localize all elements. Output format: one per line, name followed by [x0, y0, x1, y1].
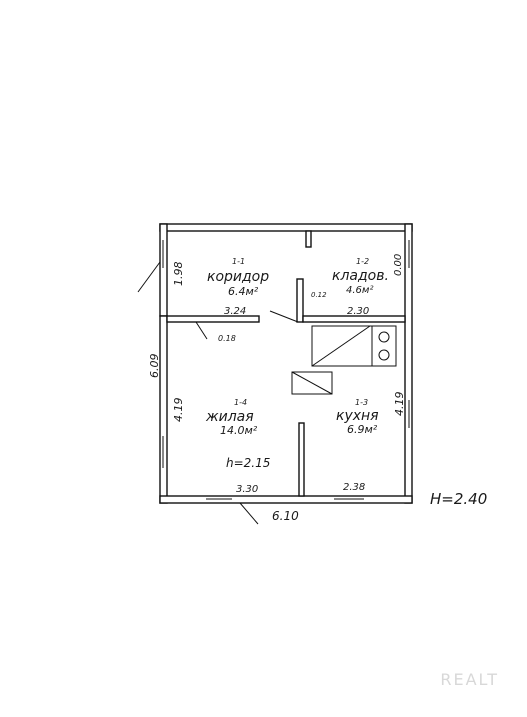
interior-walls — [166, 230, 406, 497]
dim-partition-small: 0.12 — [311, 291, 327, 299]
room-number: 1-4 — [234, 398, 247, 407]
room-kitchen: 1-3 кухня 6.9м² — [336, 398, 379, 436]
dim-living-height: 4.19 — [172, 398, 185, 423]
stove — [291, 325, 397, 395]
dim-storage-right: 0.00 — [393, 254, 404, 276]
room-name: жилая — [205, 409, 254, 425]
dim-kitchen-bottom: 2.38 — [343, 482, 365, 493]
watermark: REALT — [440, 670, 499, 689]
room-name: коридор — [207, 269, 269, 285]
room-area: 6.9м² — [347, 423, 378, 436]
room-number: 1-2 — [356, 257, 369, 266]
room-number: 1-3 — [355, 398, 368, 407]
dimensions: 1.98 0.00 3.24 0.12 0.18 2.30 6.09 4.19 … — [148, 254, 487, 523]
dim-storage-width: 2.30 — [347, 306, 369, 317]
room-area: 4.6м² — [346, 285, 373, 296]
dim-building-height: H=2.40 — [430, 490, 487, 508]
room-area: 14.0м² — [220, 424, 258, 437]
room-number: 1-1 — [232, 257, 245, 266]
outer-walls — [159, 223, 413, 504]
dim-total-width: 6.10 — [272, 509, 299, 523]
room-name: кладов. — [332, 268, 389, 284]
room-living: 1-4 жилая 14.0м² — [205, 398, 258, 437]
openings — [137, 240, 410, 525]
dim-corridor-width: 3.24 — [224, 306, 246, 317]
dim-left-total: 6.09 — [148, 354, 161, 379]
room-storage: 1-2 кладов. 4.6м² — [332, 257, 389, 296]
dim-living-ceiling: h=2.15 — [226, 456, 270, 470]
dim-corridor-height: 1.98 — [172, 262, 185, 287]
dim-partition-small-2: 0.18 — [218, 334, 236, 343]
room-corridor: 1-1 коридор 6.4м² — [207, 257, 269, 298]
room-area: 6.4м² — [228, 285, 259, 298]
dim-kitchen-height: 4.19 — [393, 392, 406, 417]
dim-living-bottom: 3.30 — [236, 484, 258, 495]
room-name: кухня — [336, 408, 379, 424]
